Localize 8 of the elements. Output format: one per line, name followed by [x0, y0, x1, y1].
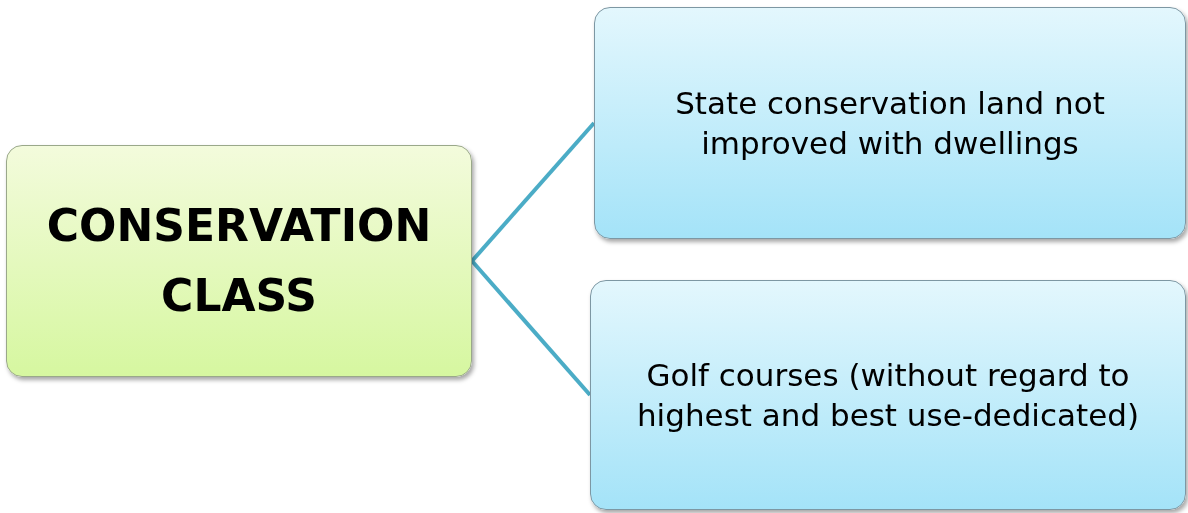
item-box [594, 7, 1186, 239]
category-box [6, 145, 472, 377]
connector-line [470, 259, 592, 397]
item-box [590, 280, 1186, 510]
item-text: Golf courses (without regard to highest and best use-dedicated) [635, 355, 1140, 435]
connector-line [470, 121, 596, 263]
item-text: State conservation land not improved with dwellings [674, 83, 1106, 163]
category-title: CONSERVATION CLASS [45, 198, 433, 323]
